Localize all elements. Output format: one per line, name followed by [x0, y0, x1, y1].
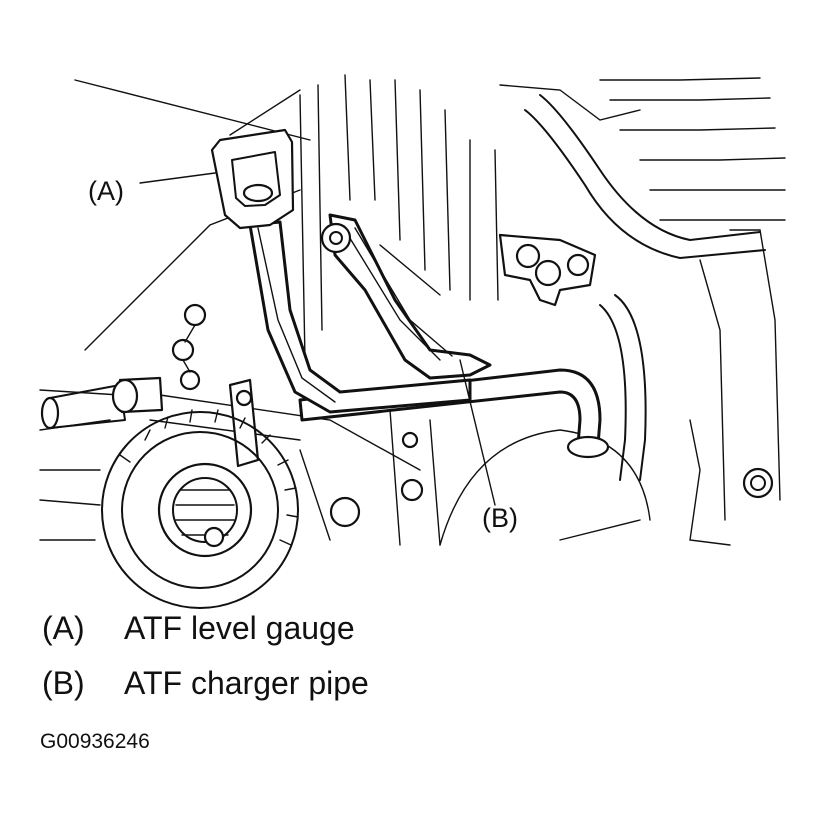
- legend-a-text: ATF level gauge: [124, 610, 355, 646]
- legend-b-key: (B): [42, 665, 85, 701]
- mounting-flange: [498, 233, 597, 307]
- engine-background-linework: [39, 74, 786, 546]
- callout-a-leader: [139, 172, 216, 184]
- figure-code: G00936246: [40, 730, 150, 753]
- callout-a-label: (A): [88, 176, 124, 206]
- legend: (A) ATF level gauge (B) ATF charger pipe: [42, 610, 369, 701]
- atf-charger-pipe: [298, 213, 610, 459]
- legend-a-key: (A): [42, 610, 85, 646]
- callout-b-label: (B): [482, 503, 518, 533]
- timing-pulley: [101, 409, 299, 609]
- legend-b-text: ATF charger pipe: [124, 665, 369, 701]
- lower-center-details: [329, 294, 774, 546]
- atf-level-gauge: [210, 128, 472, 414]
- callout-b-leader: [459, 359, 496, 506]
